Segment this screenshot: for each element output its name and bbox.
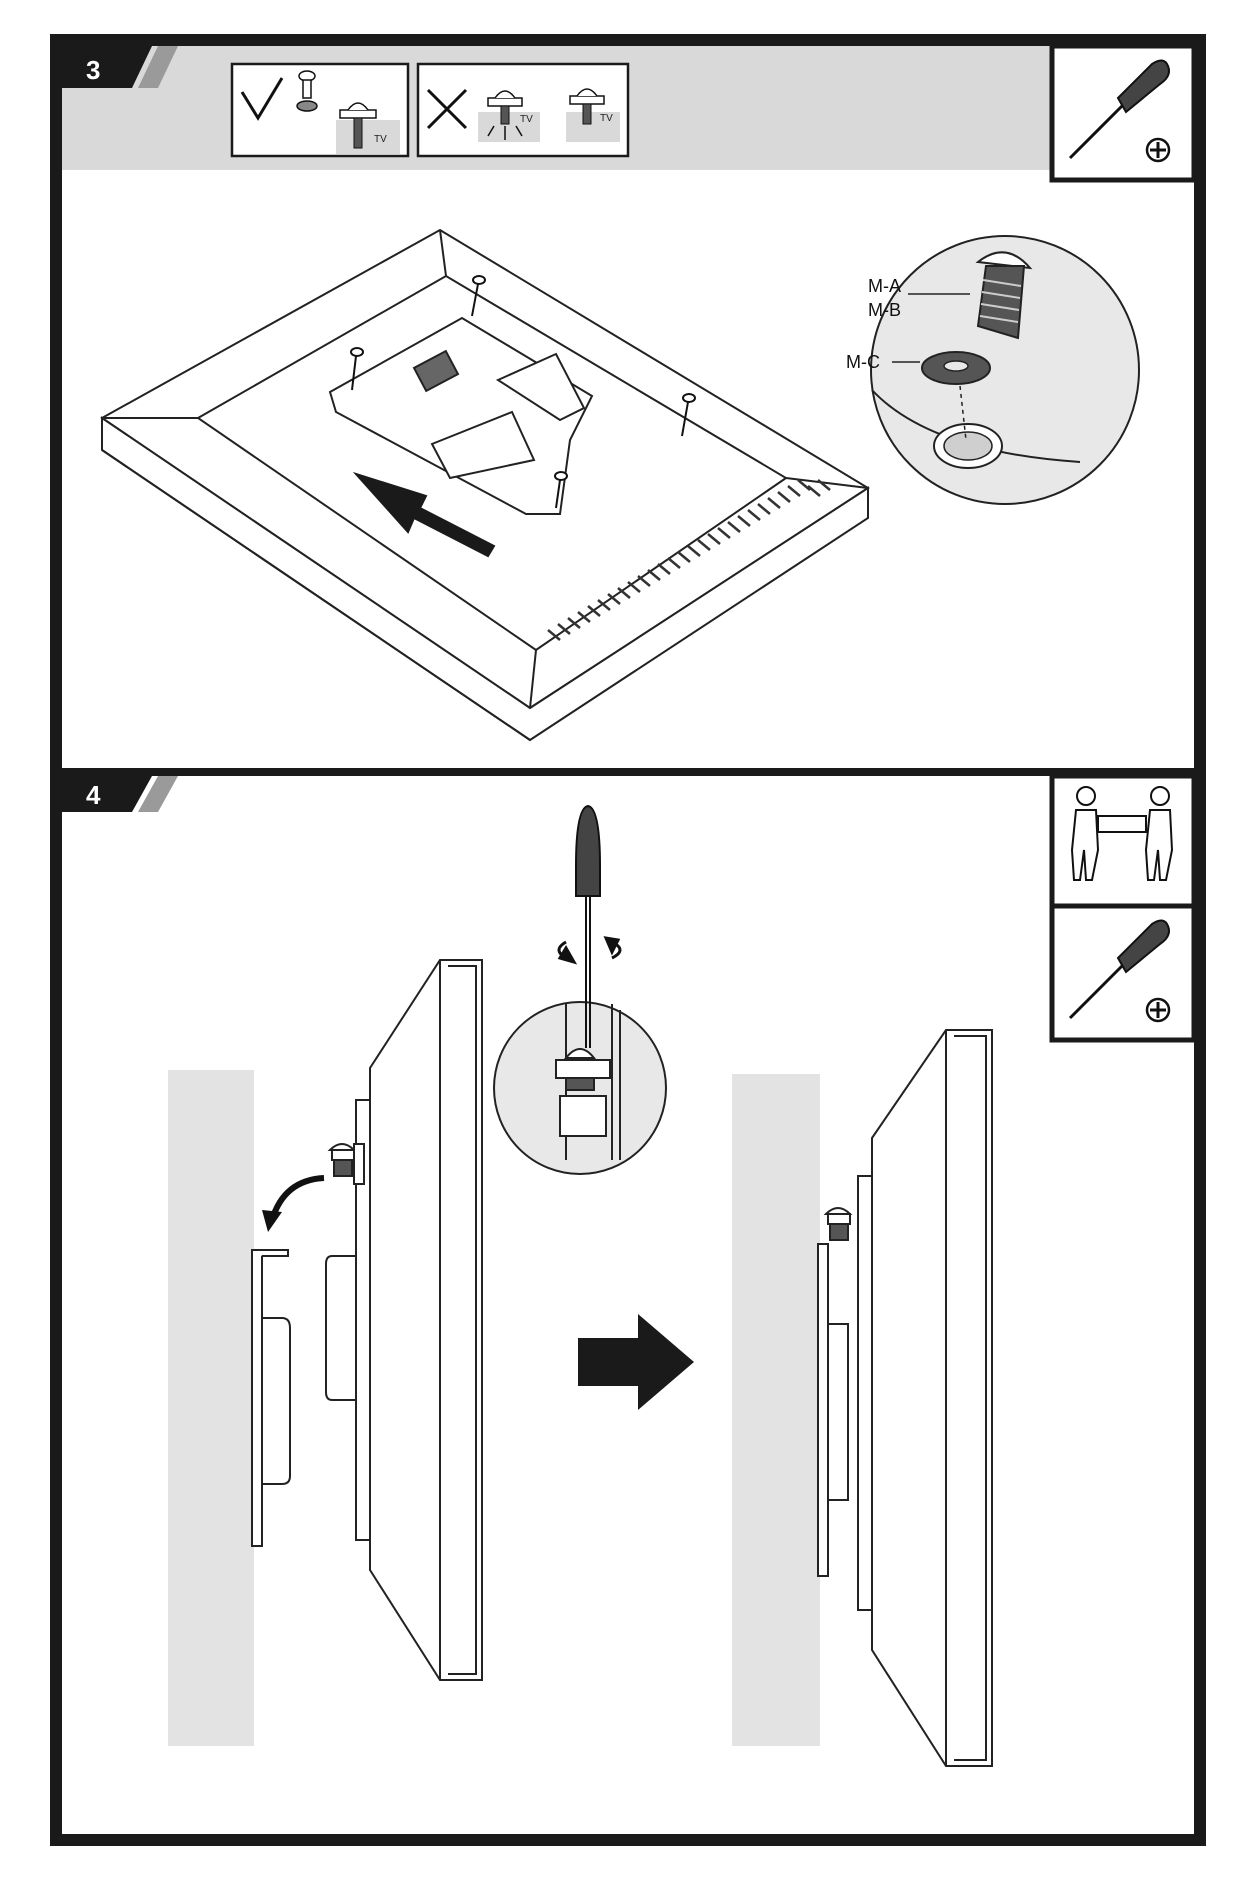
tool-box-screwdriver-2 xyxy=(1049,903,1197,1043)
step-3-panel: 3 TV xyxy=(62,43,1197,742)
callout-m-b: M-B xyxy=(868,300,901,320)
wall-left xyxy=(168,1070,254,1746)
screw-detail-zoom: M-A M-B M-C xyxy=(846,235,1140,505)
tv-label: TV xyxy=(520,114,533,125)
tool-box-two-person xyxy=(1049,773,1197,909)
callout-m-c: M-C xyxy=(846,352,880,372)
screw-tightening-zoom xyxy=(493,1001,667,1175)
hook-arrow-head xyxy=(262,1210,282,1232)
tv-side-left xyxy=(325,959,483,1681)
wall-bracket-left xyxy=(251,1249,291,1547)
correct-fastening-box: TV xyxy=(230,62,410,158)
cross-icon xyxy=(426,88,468,130)
step-divider xyxy=(56,768,1200,776)
wall-right xyxy=(732,1074,820,1746)
screw-in-tv-icon xyxy=(339,102,377,149)
mounting-plate xyxy=(328,316,594,515)
screwdriver-icon xyxy=(1068,919,1171,1023)
step-4-tab-shadow xyxy=(138,776,178,812)
short-screw-icon xyxy=(569,88,605,125)
step-3-tab-shadow xyxy=(138,46,178,88)
step-3-number: 3 xyxy=(86,55,100,85)
washer-icon xyxy=(921,351,991,385)
tv-side-right xyxy=(817,1029,993,1767)
step-4-number-tab xyxy=(62,776,152,812)
bolt-icon xyxy=(975,251,1033,340)
plate-screws xyxy=(350,275,696,509)
right-arrow-icon xyxy=(578,1314,694,1410)
vent-slots xyxy=(547,479,831,641)
tv-bolt-icon xyxy=(823,1207,853,1241)
tv-label: TV xyxy=(374,134,387,145)
step-4-panel: 4 xyxy=(62,773,1197,1767)
step-4-number: 4 xyxy=(86,780,101,810)
tv-label: TV xyxy=(600,113,613,124)
tv-bolt-icon xyxy=(327,1143,365,1185)
tool-box-screwdriver xyxy=(1049,43,1197,183)
screw-icon xyxy=(296,70,318,112)
tv-back-isometric xyxy=(100,228,870,742)
incorrect-fastening-box: TV TV xyxy=(416,62,630,158)
step-3-number-tab xyxy=(62,46,152,88)
callout-m-a: M-A xyxy=(868,276,901,296)
screwdriver-icon xyxy=(1068,59,1171,163)
two-person-lift-icon xyxy=(1070,786,1174,881)
screwdriver-icon xyxy=(575,804,601,1048)
direction-arrow-icon xyxy=(352,471,496,558)
check-icon xyxy=(240,77,284,121)
damaged-screw-icon xyxy=(487,90,523,140)
rotate-arrow-icon xyxy=(557,936,622,965)
